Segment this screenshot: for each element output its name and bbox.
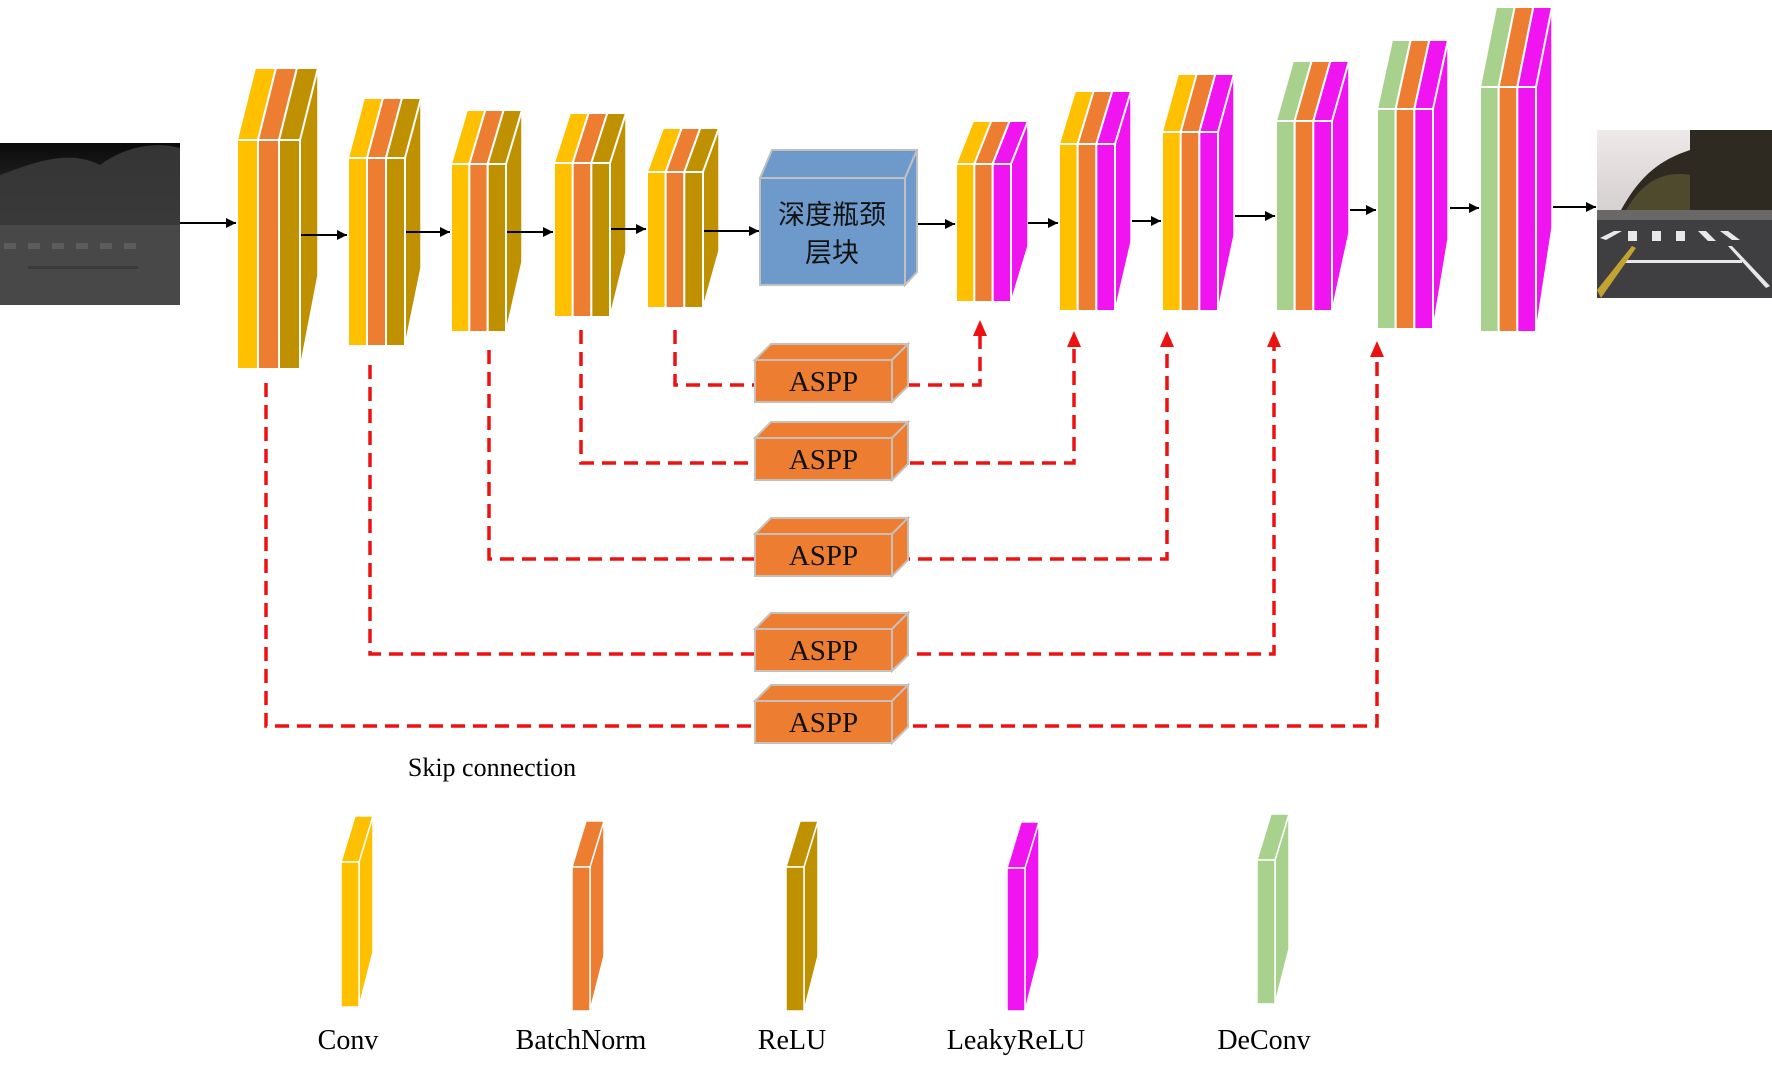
legend-item-conv: Conv xyxy=(318,815,379,1056)
leakyrelu-layer xyxy=(1413,108,1435,330)
output-image xyxy=(1597,130,1772,298)
encoder-block-5 xyxy=(645,127,721,309)
batchnorm-layer xyxy=(1076,143,1098,312)
encoder-block-1 xyxy=(235,67,320,370)
encoder-block-3 xyxy=(449,109,524,333)
legend-item-relu: ReLU xyxy=(758,820,826,1056)
batchnorm-layer xyxy=(664,171,686,309)
aspp-top-face xyxy=(752,343,911,361)
skip-arrowhead xyxy=(1267,331,1281,347)
aspp-top-face xyxy=(752,421,911,439)
decoder-block-6 xyxy=(1478,6,1554,333)
aspp-front-face xyxy=(754,437,893,481)
batchnorm-layer xyxy=(1179,131,1201,312)
legend-swatch xyxy=(1256,859,1276,1005)
aspp-top-face xyxy=(752,517,911,535)
decoder-block-2 xyxy=(1057,90,1133,312)
aspp-front-face xyxy=(754,359,893,403)
leakyrelu-layer xyxy=(1095,143,1117,312)
aspp-module-5: ASPP xyxy=(752,682,911,746)
aspp-module-3: ASPP xyxy=(752,515,911,579)
skip-dashed-line xyxy=(264,355,1379,728)
conv-layer xyxy=(553,162,574,318)
aspp-module-2: ASPP xyxy=(752,419,911,483)
aspp-label: ASPP xyxy=(789,707,858,739)
bottleneck-block: 深度瓶颈 层块 xyxy=(758,149,919,288)
aspp-label: ASPP xyxy=(789,444,858,476)
legend-item-deconv: DeConv xyxy=(1217,813,1311,1056)
legend-label: LeakyReLU xyxy=(947,1025,1085,1056)
aspp-top-face xyxy=(752,684,911,702)
relu-layer xyxy=(590,162,611,318)
leakyrelu-layer xyxy=(1312,120,1334,312)
encoder-block-4 xyxy=(552,112,628,318)
skip-arrowhead xyxy=(1160,331,1174,347)
batchnorm-layer xyxy=(366,157,387,347)
conv-layer xyxy=(1058,143,1079,312)
bottleneck-label-line1: 深度瓶颈 xyxy=(778,200,886,231)
skip-dashed-line xyxy=(487,345,1169,561)
conv-layer xyxy=(236,139,259,370)
encoder-block-2 xyxy=(346,97,423,347)
aspp-front-face xyxy=(754,700,893,744)
skip-arrowhead xyxy=(1067,331,1081,347)
batchnorm-layer xyxy=(571,162,593,318)
aspp-label: ASPP xyxy=(789,540,858,572)
leakyrelu-layer xyxy=(991,163,1013,303)
conv-layer xyxy=(646,171,667,309)
decoder-block-4 xyxy=(1274,60,1351,312)
conv-layer xyxy=(347,157,368,347)
legend-label: DeConv xyxy=(1217,1025,1310,1056)
batchnorm-layer xyxy=(1497,86,1519,333)
legend-swatch xyxy=(785,866,805,1012)
relu-layer xyxy=(486,163,507,333)
conv-layer xyxy=(1161,131,1182,312)
relu-layer xyxy=(683,171,704,309)
legend-swatch xyxy=(571,866,591,1012)
legend-item-batchnorm: BatchNorm xyxy=(516,820,647,1056)
relu-layer xyxy=(278,139,301,370)
aspp-module-1: ASPP xyxy=(752,341,911,405)
batchnorm-layer xyxy=(468,163,489,333)
legend-label: Conv xyxy=(318,1025,379,1056)
skip-connection-4 xyxy=(368,331,1281,656)
legend-swatch xyxy=(1006,867,1026,1012)
batchnorm-layer xyxy=(973,163,994,303)
skip-arrowhead xyxy=(973,320,987,336)
batchnorm-layer xyxy=(1394,108,1416,330)
legend-label: BatchNorm xyxy=(516,1025,647,1056)
decoder-block-3 xyxy=(1160,73,1236,312)
skip-connection-5 xyxy=(264,341,1384,728)
legend-swatch xyxy=(340,861,360,1008)
legend-item-leakyrelu: LeakyReLU xyxy=(947,821,1085,1056)
aspp-module-4: ASPP xyxy=(752,610,911,674)
skip-connection-3 xyxy=(487,331,1174,561)
skip-connection-label: Skip connection xyxy=(408,753,576,782)
aspp-label: ASPP xyxy=(789,635,858,667)
legend-label: ReLU xyxy=(758,1025,826,1056)
decoder-block-5 xyxy=(1375,39,1450,330)
aspp-front-face xyxy=(754,628,893,672)
conv-layer xyxy=(955,163,976,303)
deconv-layer xyxy=(1479,86,1500,333)
batchnorm-layer xyxy=(257,139,280,370)
skip-dashed-line xyxy=(368,345,1276,656)
input-image xyxy=(0,143,180,305)
deconv-layer xyxy=(1376,108,1397,330)
aspp-front-face xyxy=(754,533,893,577)
skip-arrowhead xyxy=(1370,341,1384,357)
bottleneck-label-line2: 层块 xyxy=(805,238,859,269)
decoder-block-1 xyxy=(954,120,1030,303)
leakyrelu-layer xyxy=(1198,131,1220,312)
leakyrelu-layer xyxy=(1516,86,1538,333)
aspp-top-face xyxy=(752,612,911,630)
aspp-label: ASPP xyxy=(789,366,858,398)
batchnorm-layer xyxy=(1293,120,1315,312)
deconv-layer xyxy=(1275,120,1296,312)
conv-layer xyxy=(450,163,471,333)
relu-layer xyxy=(385,157,406,347)
